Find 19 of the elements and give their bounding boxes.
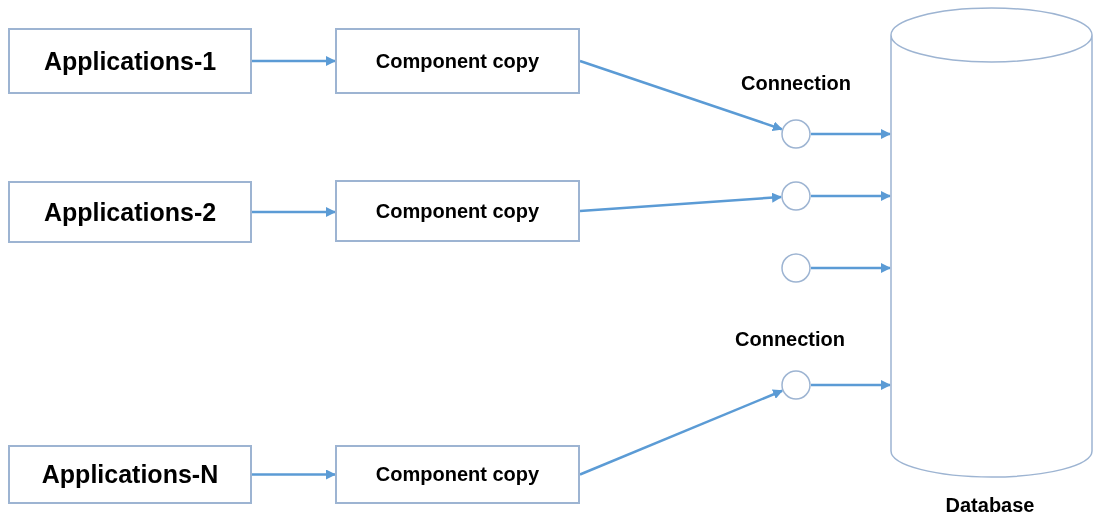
component-box: Component copy — [335, 28, 580, 94]
arrow — [252, 56, 336, 66]
arrow — [579, 59, 783, 132]
arrow — [252, 207, 336, 217]
arrow — [579, 192, 783, 213]
arrow — [811, 380, 891, 390]
arrow — [811, 263, 891, 273]
component-box: Component copy — [335, 445, 580, 504]
application-box: Applications-N — [8, 445, 252, 504]
arrow — [252, 469, 336, 480]
connection-label: Connection — [740, 72, 852, 95]
application-box: Applications-1 — [8, 28, 252, 94]
arrow — [811, 129, 891, 139]
application-box: Applications-2 — [8, 181, 252, 243]
arrow — [811, 191, 891, 201]
arrow — [579, 389, 784, 476]
component-box: Component copy — [335, 180, 580, 242]
connection-label: Connection — [734, 328, 846, 351]
database-label: Database — [944, 494, 1036, 517]
